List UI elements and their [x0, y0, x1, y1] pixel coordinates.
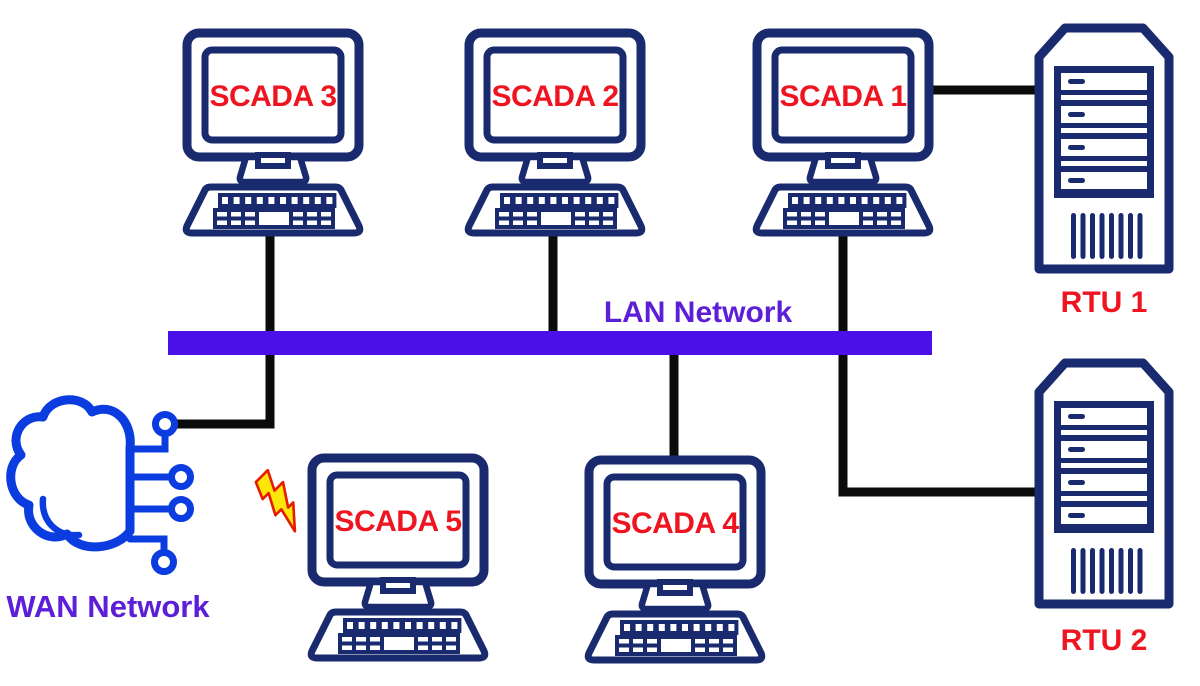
wan-cloud: WAN Network [6, 395, 210, 624]
desktop-computer-icon [588, 460, 762, 660]
desktop-computer-icon [186, 33, 360, 233]
scada-4-workstation: SCADA 4 [588, 460, 762, 660]
rtu-2-label: RTU 2 [1061, 624, 1148, 657]
cable-lan-wan [176, 353, 275, 429]
server-tower-icon [1039, 363, 1169, 604]
scada-2-label: SCADA 2 [491, 80, 618, 113]
lan-label: LAN Network [604, 296, 793, 329]
server-tower-icon [1039, 28, 1169, 269]
scada-5-workstation: SCADA 5 [311, 458, 485, 658]
cable-lan-rtu2 [838, 353, 1046, 497]
desktop-computer-icon [468, 33, 642, 233]
rtu-1-label: RTU 1 [1061, 286, 1148, 319]
scada-5-label: SCADA 5 [334, 505, 461, 538]
rtu-2-server: RTU 2 [1039, 363, 1169, 657]
scada-3-label: SCADA 3 [209, 80, 336, 113]
lightning-icon [254, 468, 297, 533]
network-cables [176, 85, 1046, 497]
rtu-1-server: RTU 1 [1039, 28, 1169, 319]
scada-2-workstation: SCADA 2 [468, 33, 642, 233]
cloud-network-icon [6, 395, 194, 575]
wan-label: WAN Network [6, 589, 210, 624]
scada-3-workstation: SCADA 3 [186, 33, 360, 233]
lan-bus [168, 331, 932, 355]
desktop-computer-icon [311, 458, 485, 658]
scada-1-workstation: SCADA 1 [756, 33, 930, 233]
desktop-computer-icon [756, 33, 930, 233]
scada-1-label: SCADA 1 [779, 80, 906, 113]
scada-4-label: SCADA 4 [611, 507, 739, 540]
